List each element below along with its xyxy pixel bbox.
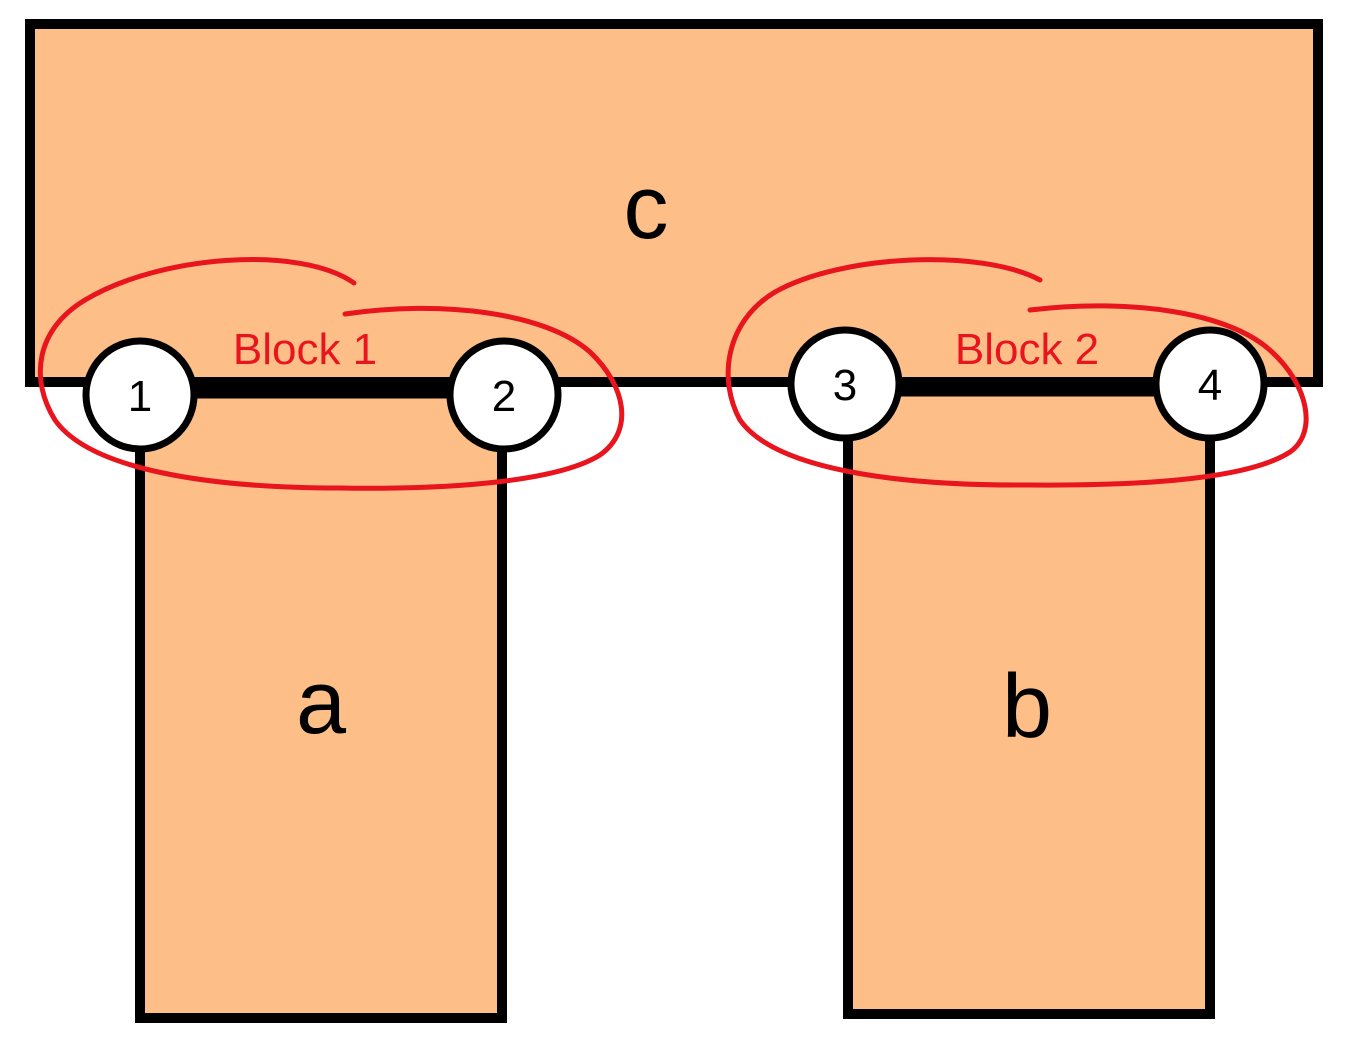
node-1 [82, 337, 198, 453]
block-a [135, 387, 507, 1023]
node-1-label: 1 [128, 372, 152, 421]
node-2-label: 2 [492, 372, 516, 421]
node-4 [1152, 326, 1268, 442]
block-c [25, 19, 1323, 387]
node-4-label: 4 [1198, 361, 1222, 410]
node-3 [787, 326, 903, 442]
node-2 [446, 337, 562, 453]
group-ring-block-1 [37, 257, 625, 491]
block-a-label: a [296, 653, 347, 753]
block-b-label: b [1002, 657, 1052, 757]
block-c-label: c [624, 158, 669, 258]
group-label-block-2: Block 2 [955, 325, 1099, 374]
group-ring-block-2 [725, 257, 1309, 488]
group-label-block-1: Block 1 [233, 325, 377, 374]
block-b [843, 379, 1215, 1019]
node-3-label: 3 [833, 361, 857, 410]
